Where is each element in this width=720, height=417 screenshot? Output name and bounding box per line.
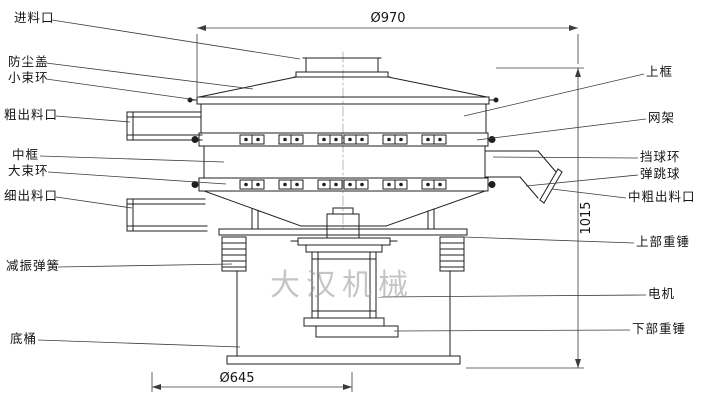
mesh-frame-deck [191,132,496,147]
label-mesh-frame: 网架 [648,111,676,125]
label-motor: 电机 [648,287,676,301]
label-bouncing-ball: 弹跳球 [640,167,681,181]
lower-cone-shape [203,190,486,230]
large-clamp-ring-deck [191,177,496,192]
base-barrel-shape [226,270,461,365]
label-large-clamp-ring: 大束环 [8,164,49,178]
label-small-clamp-ring: 小束环 [8,71,49,85]
label-upper-weight: 上部重锤 [636,235,691,249]
label-coarse-outlet: 粗出料口 [4,108,59,122]
label-base-barrel: 底桶 [10,332,38,346]
motor-assembly-shape [290,207,399,338]
dimension-height: 1015 [466,67,594,369]
label-feed-inlet: 进料口 [14,11,55,25]
leader-lines [37,19,647,348]
upper-frame-shape [200,103,487,134]
label-middle-frame: 中框 [12,148,40,162]
label-damping-spring: 减振弹簧 [6,259,61,273]
label-dust-cover: 防尘盖 [8,55,49,69]
feed-inlet-shape [293,57,391,78]
label-ball-stop-ring: 挡球环 [640,150,681,164]
damping-springs-shape [221,236,465,272]
dimension-top-diameter: Ø970 [196,11,579,96]
middle-frame-shape [203,145,486,179]
label-upper-frame: 上框 [646,65,674,79]
base-ring-shape [218,228,468,236]
label-medium-coarse-outlet: 中粗出料口 [628,190,696,204]
dimension-height-text: 1015 [579,201,594,234]
dust-cover-shape [198,76,488,98]
dimension-bottom-diameter: Ø645 [151,371,353,392]
dimension-top-diameter-text: Ø970 [370,11,405,26]
coarse-outlet-shape [126,111,203,141]
dimension-bottom-diameter-text: Ø645 [219,371,254,386]
label-lower-weight: 下部重锤 [632,322,687,336]
medium-coarse-outlet-shape [485,150,563,204]
label-fine-outlet: 细出料口 [4,189,59,203]
small-clamp-ring-shape [187,96,499,105]
fine-outlet-shape [126,198,208,232]
